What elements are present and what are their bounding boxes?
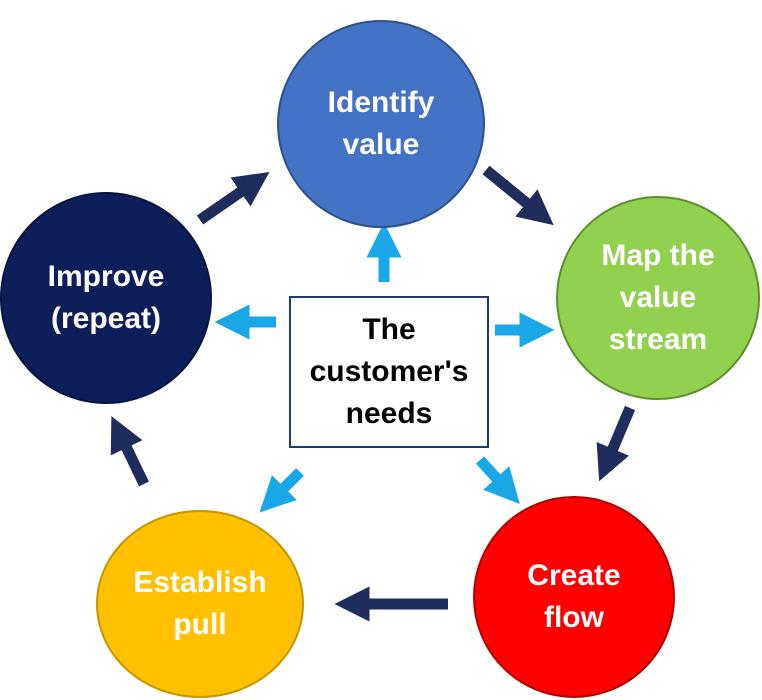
node-label: Establish pull	[133, 566, 267, 641]
node-identify-value: Identify value	[277, 20, 485, 228]
center-customer-needs-box: The customer's needs	[289, 296, 489, 448]
node-label: Create flow	[527, 559, 621, 634]
arrow-center-to-create	[475, 456, 520, 505]
arrow-map-to-create	[596, 405, 636, 482]
node-label: Improve (repeat)	[47, 260, 165, 335]
arrow-improve-to-identify	[196, 171, 270, 225]
node-improve-repeat: Improve (repeat)	[0, 192, 212, 404]
arrow-pull-to-improve	[110, 416, 149, 487]
arrow-identify-to-map	[482, 165, 554, 226]
node-create-flow: Create flow	[473, 496, 675, 698]
arrow-center-to-pull	[259, 468, 304, 513]
node-map-value-stream: Map the value stream	[556, 196, 760, 400]
center-label: The customer's needs	[309, 313, 469, 430]
node-establish-pull: Establish pull	[96, 510, 304, 698]
node-label: Identify value	[327, 86, 435, 161]
node-label: Map the value stream	[601, 239, 715, 356]
